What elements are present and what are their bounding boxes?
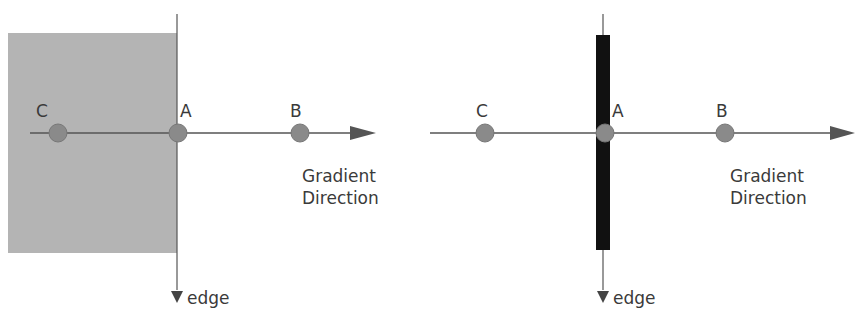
point-dot (169, 124, 187, 142)
thin-bar (596, 35, 610, 250)
edge-line (176, 14, 177, 290)
point-label: C (36, 100, 48, 122)
gradient-arrowhead (830, 126, 855, 140)
edge-label: edge (613, 287, 656, 309)
direction-label: Gradient Direction (302, 165, 402, 209)
edge-arrowhead (171, 291, 183, 303)
edge-label: edge (187, 287, 230, 309)
direction-label: Gradient Direction (730, 165, 830, 209)
point-dot (716, 124, 734, 142)
point-label: C (476, 100, 488, 122)
dark-region (8, 33, 177, 253)
point-dot (49, 124, 67, 142)
point-label: B (716, 100, 728, 122)
edge-arrowhead (597, 291, 609, 303)
point-label: A (180, 100, 192, 122)
point-label: B (290, 100, 302, 122)
gradient-arrowhead (350, 126, 376, 140)
point-dot (476, 124, 494, 142)
point-dot (596, 124, 614, 142)
point-dot (291, 124, 309, 142)
point-label: A (612, 100, 624, 122)
